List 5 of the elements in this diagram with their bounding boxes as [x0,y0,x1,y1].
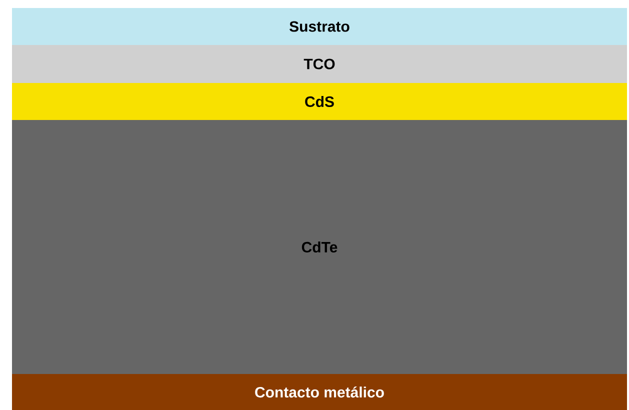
cdte-layer: CdTe [12,120,627,374]
cds-layer: CdS [12,83,627,120]
substrate-layer: Sustrato [12,8,627,45]
tco-layer: TCO [12,45,627,83]
contact-layer: Contacto metálico [12,374,627,410]
